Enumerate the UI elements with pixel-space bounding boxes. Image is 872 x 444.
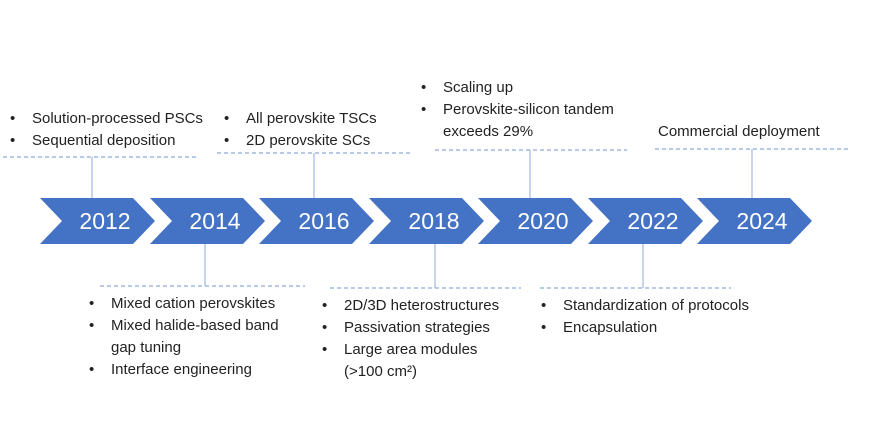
chevron-2022 bbox=[588, 198, 703, 244]
milestone-item: Scaling up bbox=[417, 77, 637, 99]
year-2024: 2024 bbox=[736, 208, 788, 234]
milestone-item: Mixed halide-based band gap tuning bbox=[85, 315, 295, 359]
milestones-2014: Mixed cation perovskites Mixed halide-ba… bbox=[85, 293, 295, 381]
chevron-2018 bbox=[369, 198, 484, 244]
milestone-item: Encapsulation bbox=[537, 317, 749, 339]
milestones-2012: Solution-processed PSCs Sequential depos… bbox=[6, 108, 203, 152]
milestone-item: Solution-processed PSCs bbox=[6, 108, 203, 130]
milestone-item: Mixed cation perovskites bbox=[85, 293, 295, 315]
milestone-item: Sequential deposition bbox=[6, 130, 203, 152]
year-2022: 2022 bbox=[627, 208, 679, 234]
milestone-item: 2D/3D heterostructures bbox=[318, 295, 518, 317]
milestone-item: 2D perovskite SCs bbox=[220, 130, 377, 152]
chevrons bbox=[40, 198, 812, 244]
milestone-item: Passivation strategies bbox=[318, 317, 518, 339]
connectors bbox=[91, 149, 753, 288]
milestone-2024: Commercial deployment bbox=[658, 123, 820, 140]
chevron-2014 bbox=[150, 198, 265, 244]
dashed-rules bbox=[3, 148, 848, 289]
milestone-item: Large area modules (>100 cm²) bbox=[318, 339, 518, 383]
milestone-item: Interface engineering bbox=[85, 359, 295, 381]
milestones-2022: Standardization of protocols Encapsulati… bbox=[537, 295, 749, 339]
year-2016: 2016 bbox=[298, 208, 350, 234]
chevron-2016 bbox=[259, 198, 374, 244]
year-2020: 2020 bbox=[517, 208, 569, 234]
milestones-2020: Scaling up Perovskite-silicon tandem exc… bbox=[417, 77, 637, 143]
chevron-2020 bbox=[478, 198, 593, 244]
year-2018: 2018 bbox=[408, 208, 460, 234]
chevron-2012 bbox=[40, 198, 155, 244]
year-2012: 2012 bbox=[79, 208, 131, 234]
year-2014: 2014 bbox=[189, 208, 241, 234]
milestone-item: Standardization of protocols bbox=[537, 295, 749, 317]
milestone-item: All perovskite TSCs bbox=[220, 108, 377, 130]
chevron-2024 bbox=[697, 198, 812, 244]
milestone-item: Perovskite-silicon tandem exceeds 29% bbox=[417, 99, 637, 143]
milestones-2016: All perovskite TSCs 2D perovskite SCs bbox=[220, 108, 377, 152]
milestones-2018: 2D/3D heterostructures Passivation strat… bbox=[318, 295, 518, 383]
